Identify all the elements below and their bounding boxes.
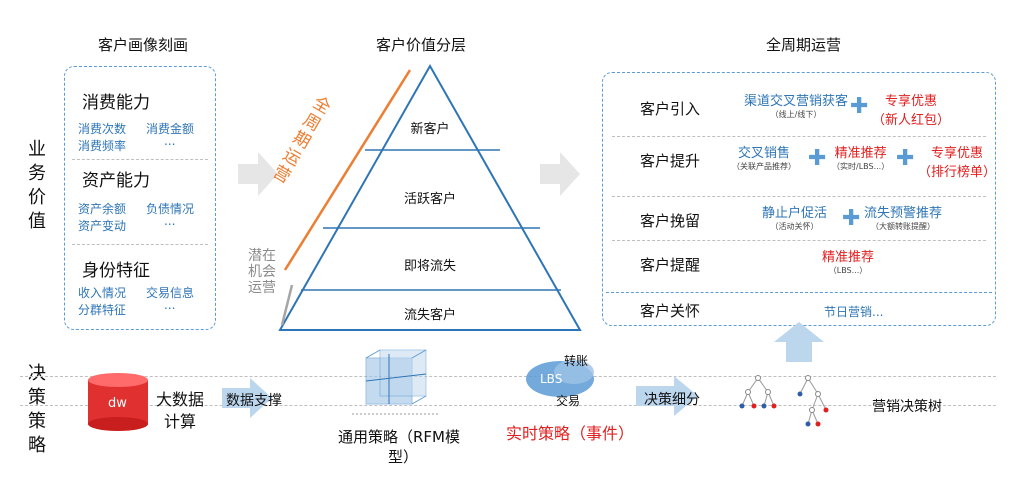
divider (612, 240, 986, 241)
pyramid (278, 63, 582, 331)
lifecycle-row-label: 客户引入 (640, 100, 701, 118)
dw-label: dw (108, 396, 127, 411)
divider (612, 136, 986, 137)
identity-heading: 身份特征 (82, 261, 150, 281)
portrait-item: ... (164, 298, 176, 312)
lifecycle-row-label: 客户提醒 (640, 256, 701, 274)
pyramid-level-lost: 流失客户 (403, 308, 456, 323)
divider (20, 376, 996, 377)
lifecycle-item: 交叉销售（关联产品推荐） (732, 146, 796, 171)
portrait-item: ... (164, 214, 176, 228)
decision-strategy-label: 决策策略 (28, 363, 46, 456)
portrait-item: 交易信息 (146, 286, 195, 300)
lifecycle-row-label: 客户挽留 (640, 212, 701, 230)
portrait-item: 收入情况 (78, 286, 127, 300)
tree-label: 营销决策树 (872, 399, 942, 415)
portrait-box (64, 66, 216, 330)
lifecycle-item: 静止户促活（活动关怀） (762, 206, 828, 231)
lbs-icon (526, 360, 594, 397)
rfm-label-line1: 通用策略（RFM模 (338, 428, 460, 446)
divider (72, 244, 208, 245)
lifecycle-row-label: 客户提升 (640, 152, 701, 170)
big-data-label: 大数据 (156, 390, 205, 409)
up-arrow-icon (774, 322, 824, 362)
business-value-label: 业务价值 (28, 139, 46, 232)
realtime-label: 实时策略（事件） (506, 424, 635, 443)
divider (20, 405, 996, 406)
portrait-title: 客户画像刻画 (98, 36, 189, 54)
lifecycle-item: 渠道交叉营销获客（线上/线下） (744, 94, 849, 119)
lifecycle-item: 精准推荐（LBS...） (822, 250, 875, 275)
plus-icon: ✚ (850, 94, 869, 119)
assets-heading: 资产能力 (82, 171, 150, 191)
transfer-label: 转账 (564, 354, 589, 368)
divider (612, 196, 986, 197)
rfm-label-line2: 型） (388, 448, 419, 466)
lifecycle-item: 专享优惠（排行榜单） (918, 146, 997, 180)
divider (606, 292, 992, 293)
potential-label: 潜在机会运营 (248, 248, 276, 296)
portrait-item: 资产余额 (78, 202, 127, 216)
segment-label: 决策细分 (644, 392, 700, 408)
pyramid-level-active: 活跃客户 (403, 192, 456, 207)
database-icon (88, 373, 148, 431)
lifecycle-item: 精准推荐（实时/LBS...） (832, 146, 890, 171)
portrait-item: 负债情况 (146, 202, 195, 216)
segment-arrow-icon (636, 376, 698, 416)
lifecycle-item: 专享优惠（新人红包） (872, 94, 951, 128)
flow-arrow-icon (238, 152, 278, 196)
plus-icon: ✚ (808, 146, 827, 171)
pyramid-level-churning: 即将流失 (403, 259, 456, 274)
lifecycle-title: 全周期运营 (766, 36, 842, 54)
care-label: 客户关怀 (640, 302, 701, 320)
trade-label: 交易 (556, 394, 581, 408)
pyramid-level-new: 新客户 (410, 122, 450, 137)
pyramid-title: 客户价值分层 (376, 36, 467, 54)
plus-icon: ✚ (842, 206, 861, 231)
plus-icon: ✚ (896, 146, 915, 171)
data-arrow-icon (222, 378, 272, 418)
portrait-item: 分群特征 (78, 303, 127, 317)
data-support-label: 数据支撑 (226, 393, 282, 409)
lifecycle-item: 流失预警推荐（大额转账提醒） (864, 206, 943, 231)
consumption-heading: 消费能力 (82, 93, 150, 113)
flow-arrow-icon (540, 152, 580, 196)
portrait-item: 消费频率 (78, 139, 127, 153)
portrait-item: 消费金额 (146, 122, 195, 136)
compute-label: 计算 (164, 412, 197, 431)
portrait-item: 资产变动 (78, 219, 127, 233)
divider (72, 159, 208, 160)
portrait-item: ... (164, 134, 176, 148)
rfm-cube-icon (352, 349, 438, 415)
care-item: 节日营销... (824, 305, 884, 319)
lbs-label: LBS (540, 372, 563, 386)
portrait-item: 消费次数 (78, 122, 127, 136)
decision-tree-icon (739, 375, 829, 427)
